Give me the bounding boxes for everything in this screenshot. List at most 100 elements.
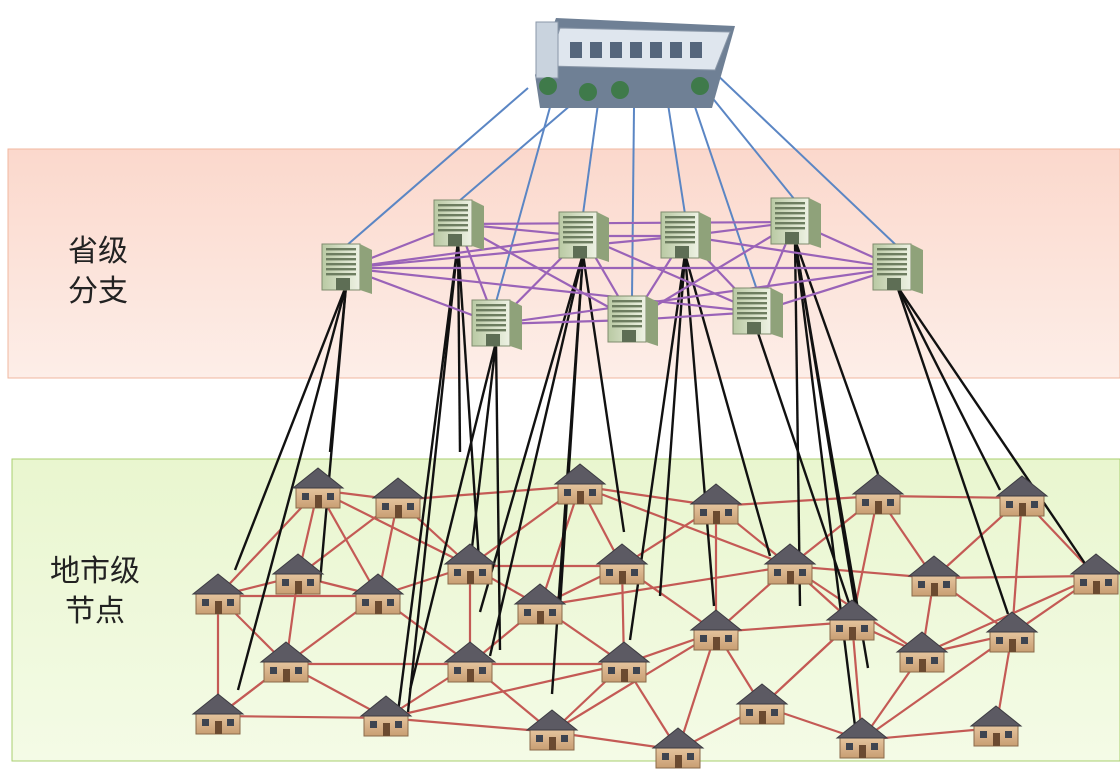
house-window: [1005, 731, 1012, 738]
house-door: [549, 737, 556, 750]
house-door: [931, 583, 938, 596]
server-slot: [665, 241, 695, 244]
server-slot: [438, 229, 468, 232]
server-slot: [476, 304, 506, 307]
house-roof: [553, 463, 607, 485]
server-slot: [476, 324, 506, 327]
server-slot: [438, 219, 468, 222]
hq-window: [670, 42, 682, 58]
city-house-icon: [763, 543, 817, 585]
server-slot: [476, 309, 506, 312]
house-roof: [271, 553, 325, 575]
province-server-icon: [660, 211, 711, 262]
city-house-icon: [443, 641, 497, 683]
house-window: [327, 493, 334, 500]
house-window: [295, 667, 302, 674]
city-house-icon: [271, 553, 325, 595]
province-band-label: 省级 分支: [58, 232, 138, 312]
server-slot: [737, 292, 767, 295]
server-slot: [438, 204, 468, 207]
province-label-line2: 分支: [68, 274, 128, 309]
hq-link: [582, 103, 599, 215]
house-window: [633, 667, 640, 674]
hq-window: [630, 42, 642, 58]
house-window: [202, 599, 209, 606]
province-mesh-link: [631, 221, 796, 321]
server-door: [448, 234, 462, 246]
house-window: [1080, 579, 1087, 586]
city-house-icon: [359, 695, 413, 737]
headquarters-building-icon: [535, 18, 735, 108]
uplink-line: [658, 253, 687, 597]
city-house-icon: [259, 641, 313, 683]
province-label-line1: 省级: [68, 234, 128, 269]
uplink-line: [793, 239, 870, 669]
server-side: [472, 200, 484, 250]
server-slot: [612, 315, 642, 318]
house-window: [774, 569, 781, 576]
city-mesh-link: [877, 494, 1023, 500]
server-slot: [665, 226, 695, 229]
server-slot: [326, 248, 356, 251]
house-door: [375, 601, 382, 614]
server-slot: [737, 307, 767, 310]
server-door: [747, 322, 761, 334]
house-roof: [259, 641, 313, 663]
server-slot: [326, 268, 356, 271]
hq-window: [690, 42, 702, 58]
server-slot: [612, 305, 642, 308]
house-window: [771, 709, 778, 716]
server-slot: [737, 317, 767, 320]
house-window: [407, 503, 414, 510]
city-house-icon: [553, 463, 607, 505]
house-window: [395, 721, 402, 728]
uplink-line: [408, 341, 498, 691]
house-window: [227, 599, 234, 606]
server-slot: [775, 217, 805, 220]
house-roof: [291, 467, 345, 489]
house-roof: [907, 555, 961, 577]
house-roof: [597, 641, 651, 663]
house-door: [295, 581, 302, 594]
server-slot: [775, 227, 805, 230]
house-door: [1019, 503, 1026, 516]
uplink-line: [793, 239, 802, 607]
city-house-icon: [291, 467, 345, 509]
house-door: [787, 571, 794, 584]
server-slot: [775, 222, 805, 225]
province-nodes: [321, 197, 923, 350]
house-window: [307, 579, 314, 586]
hq-link: [705, 89, 796, 201]
city-mesh-link: [385, 716, 553, 734]
province-mesh-link: [345, 234, 686, 270]
province-mesh-link: [582, 234, 758, 314]
city-house-icon: [985, 611, 1039, 653]
house-window: [799, 569, 806, 576]
server-slot: [326, 258, 356, 261]
uplink-line: [318, 285, 348, 583]
server-slot: [877, 248, 907, 251]
house-window: [700, 509, 707, 516]
house-window: [202, 719, 209, 726]
city-house-icon: [689, 609, 743, 651]
city-house-icon: [191, 693, 245, 735]
city-house-icon: [525, 709, 579, 751]
house-window: [479, 569, 486, 576]
city-house-icon: [443, 543, 497, 585]
house-door: [215, 721, 222, 734]
province-server-icon: [607, 295, 658, 346]
server-slot: [877, 263, 907, 266]
city-house-icon: [735, 683, 789, 725]
city-mesh-link: [579, 484, 791, 568]
house-roof: [995, 475, 1049, 497]
hq-link: [711, 69, 898, 247]
house-window: [387, 599, 394, 606]
server-side: [360, 244, 372, 294]
house-door: [859, 745, 866, 758]
province-mesh-link: [684, 234, 898, 270]
city-house-icon: [595, 543, 649, 585]
house-door: [713, 511, 720, 524]
house-door: [849, 627, 856, 640]
server-slot: [563, 221, 593, 224]
